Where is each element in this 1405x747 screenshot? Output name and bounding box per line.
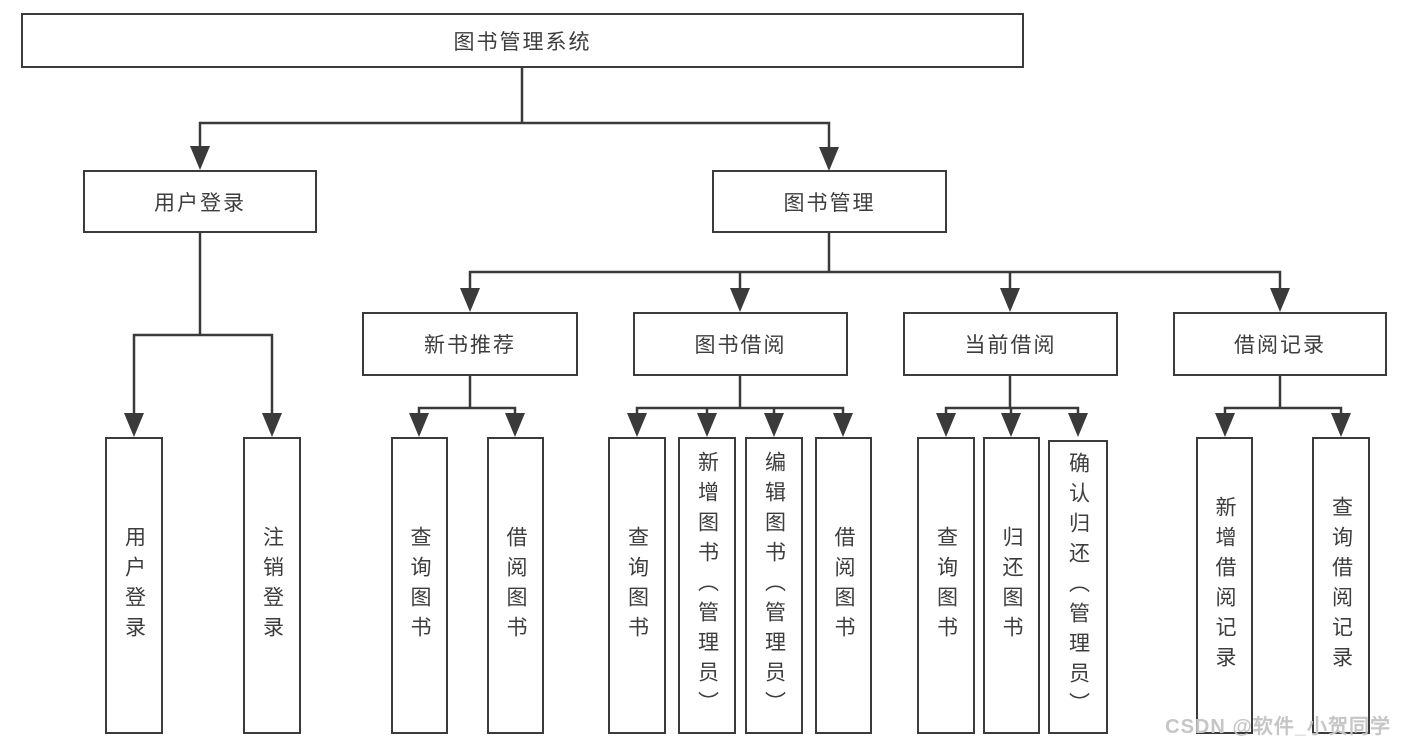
- arrowhead-icon: [1000, 288, 1020, 312]
- leaf-box-query-books-current: 查询图书: [917, 437, 975, 734]
- arrowhead-icon: [262, 413, 282, 437]
- leaf-box-query-books-recommend: 查询图书: [391, 437, 448, 734]
- branch-box-user-login: 用户登录: [83, 170, 317, 233]
- leaf-label: 新增借阅记录: [1213, 495, 1236, 676]
- module-box-new-book-recommend: 新书推荐: [362, 312, 578, 376]
- leaf-label: 查询图书: [408, 525, 431, 646]
- module-box-current-borrow: 当前借阅: [903, 312, 1118, 376]
- module-label: 新书推荐: [424, 334, 516, 357]
- leaf-label: 归还图书: [1000, 525, 1023, 646]
- leaf-label: 新增图书（管理员）: [695, 450, 719, 721]
- module-box-book-borrow: 图书借阅: [633, 312, 848, 376]
- arrowhead-icon: [833, 413, 853, 437]
- leaf-label: 查询借阅记录: [1329, 495, 1353, 676]
- leaf-box-add-book-admin: 新增图书（管理员）: [678, 437, 736, 734]
- arrowhead-icon: [1215, 413, 1235, 437]
- leaf-label: 确认归还（管理员）: [1066, 452, 1090, 722]
- arrowhead-icon: [124, 413, 144, 437]
- leaf-label: 借阅图书: [504, 525, 527, 646]
- arrowhead-icon: [627, 413, 647, 437]
- arrowhead-icon: [1331, 413, 1351, 437]
- leaf-box-query-borrow-record: 查询借阅记录: [1312, 437, 1370, 734]
- arrowhead-icon: [1270, 288, 1290, 312]
- arrowhead-icon: [819, 147, 839, 171]
- leaf-box-confirm-return-admin: 确认归还（管理员）: [1048, 440, 1108, 734]
- leaf-label: 用户登录: [122, 525, 146, 646]
- arrowhead-icon: [409, 413, 429, 437]
- module-label: 借阅记录: [1234, 334, 1326, 357]
- arrowhead-icon: [1001, 413, 1021, 437]
- arrowhead-icon: [730, 288, 750, 312]
- branch-label: 用户登录: [154, 191, 246, 215]
- branch-box-book-management: 图书管理: [712, 170, 947, 233]
- arrowhead-icon: [460, 288, 480, 312]
- branch-label: 图书管理: [783, 191, 876, 215]
- module-label: 当前借阅: [964, 334, 1057, 357]
- leaf-box-return-book: 归还图书: [983, 437, 1040, 734]
- leaf-box-borrow-books-recommend: 借阅图书: [487, 437, 544, 734]
- arrowhead-icon: [764, 413, 784, 437]
- arrowhead-icon: [697, 413, 717, 437]
- leaf-box-add-borrow-record: 新增借阅记录: [1196, 437, 1253, 734]
- leaf-box-user-login: 用户登录: [105, 437, 163, 734]
- module-label: 图书借阅: [694, 334, 787, 357]
- leaf-label: 编辑图书（管理员）: [762, 450, 786, 721]
- arrowhead-icon: [1068, 413, 1088, 437]
- leaf-box-borrow-books: 借阅图书: [815, 437, 872, 734]
- leaf-label: 查询图书: [625, 525, 649, 646]
- arrowheads: [124, 146, 1351, 437]
- arrowhead-icon: [505, 413, 525, 437]
- arrowhead-icon: [190, 146, 210, 170]
- leaf-label: 借阅图书: [832, 525, 855, 646]
- watermark-text: CSDN @软件_小贺同学: [1165, 716, 1391, 738]
- leaf-label: 注销登录: [260, 525, 284, 646]
- leaf-box-edit-book-admin: 编辑图书（管理员）: [745, 437, 803, 734]
- root-label: 图书管理系统: [453, 30, 592, 54]
- module-box-borrow-records: 借阅记录: [1173, 312, 1387, 376]
- leaf-box-logout: 注销登录: [243, 437, 301, 734]
- arrowhead-icon: [936, 413, 956, 437]
- root-box-library-management-system: 图书管理系统: [21, 13, 1024, 68]
- leaf-box-query-books-borrow: 查询图书: [608, 437, 666, 734]
- leaf-label: 查询图书: [934, 525, 958, 646]
